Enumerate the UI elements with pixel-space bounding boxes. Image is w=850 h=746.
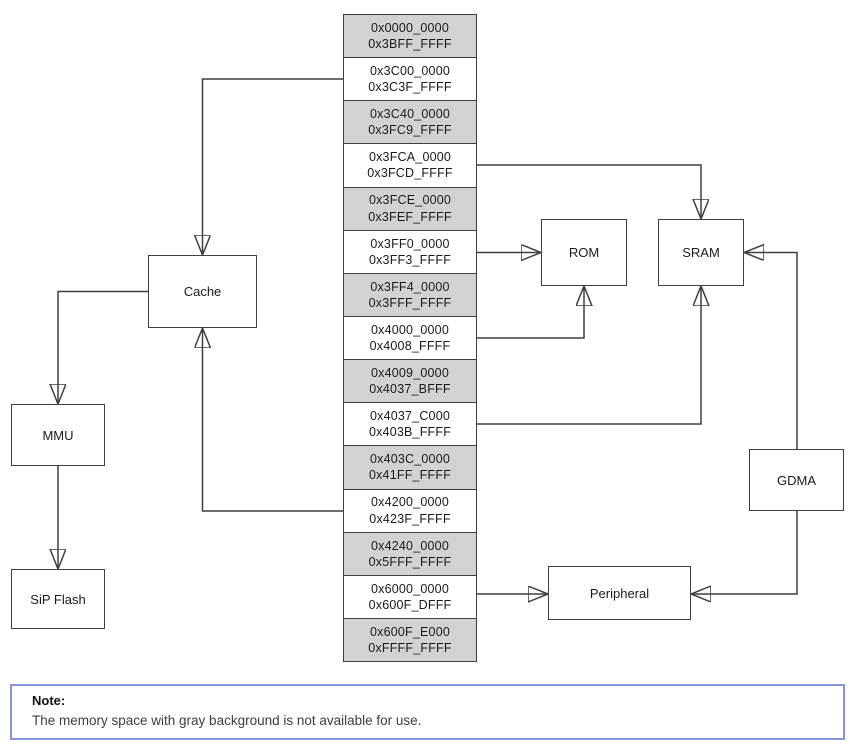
memory-block: 0x403C_0000 0x41FF_FFFF (344, 446, 476, 490)
mmu-box: MMU (11, 404, 105, 466)
address-start: 0x4037_C000 (369, 409, 451, 424)
address-start: 0x4240_0000 (371, 538, 449, 553)
address-start: 0x0000_0000 (371, 20, 449, 35)
mmu-label: MMU (42, 427, 74, 443)
connector-mem8-to-rom-icon (477, 287, 584, 339)
address-start: 0x403C_0000 (369, 452, 451, 467)
sip-flash-box: SiP Flash (11, 569, 105, 629)
connector-gdma-to-peripheral-icon (692, 511, 798, 594)
memory-block: 0x3FCA_0000 0x3FCD_FFFF (344, 144, 476, 188)
connector-mem10-to-sram-icon (477, 287, 701, 425)
address-end: 0x3FF3_FFFF (368, 252, 452, 267)
memory-block: 0x4037_C000 0x403B_FFFF (344, 403, 476, 447)
note-body: The memory space with gray background is… (32, 713, 422, 728)
address-end: 0x4008_FFFF (369, 339, 451, 354)
address-end: 0x4037_BFFF (369, 382, 451, 397)
address-end: 0x3C3F_FFFF (368, 80, 452, 95)
address-start: 0x4200_0000 (371, 495, 449, 510)
address-end: 0x403B_FFFF (368, 425, 452, 440)
address-end: 0x41FF_FFFF (368, 468, 452, 483)
memory-block: 0x3FCE_0000 0x3FEF_FFFF (344, 187, 476, 231)
connector-mem12-to-cache-icon (203, 329, 343, 512)
sip-flash-label: SiP Flash (30, 591, 86, 607)
address-start: 0x3FF4_0000 (370, 279, 450, 294)
connector-gdma-to-sram-icon (745, 253, 798, 449)
connector-cache-to-mmu-icon (58, 290, 148, 404)
address-end: 0x3FFF_FFFF (368, 295, 452, 310)
address-start: 0x3C00_0000 (369, 63, 451, 78)
memory-block: 0x3FF4_0000 0x3FFF_FFFF (344, 273, 476, 317)
memory-block: 0x4000_0000 0x4008_FFFF (344, 316, 476, 361)
address-start: 0x3FF0_0000 (370, 236, 450, 251)
address-end: 0x3BFF_FFFF (368, 37, 452, 52)
address-end: 0x3FC9_FFFF (368, 123, 452, 138)
address-start: 0x4009_0000 (371, 365, 449, 380)
address-start: 0x4000_0000 (371, 322, 449, 337)
cache-box: Cache (148, 255, 257, 328)
memory-block: 0x4240_0000 0x5FFF_FFFF (344, 532, 476, 576)
memory-block: 0x3FF0_0000 0x3FF3_FFFF (344, 230, 476, 274)
address-start: 0x6000_0000 (371, 581, 449, 596)
memory-block: 0x4009_0000 0x4037_BFFF (344, 360, 476, 404)
connector-mem4-to-sram-icon (477, 164, 701, 218)
memory-block: 0x6000_0000 0x600F_DFFF (344, 575, 476, 619)
address-start: 0x600F_E000 (369, 624, 451, 639)
rom-label: ROM (568, 245, 600, 260)
gdma-label: GDMA (777, 472, 816, 488)
cache-label: Cache (183, 284, 222, 299)
memory-block: 0x0000_0000 0x3BFF_FFFF (344, 15, 476, 59)
address-start: 0x3FCE_0000 (368, 193, 452, 208)
memory-block: 0x4200_0000 0x423F_FFFF (344, 489, 476, 533)
sram-label: SRAM (682, 245, 720, 260)
address-end: 0x600F_DFFF (368, 597, 452, 612)
rom-box: ROM (541, 219, 627, 286)
memory-block: 0x3C00_0000 0x3C3F_FFFF (344, 58, 476, 102)
note-title: Note: (32, 693, 66, 708)
connector-mem2-to-cache-icon (203, 78, 343, 254)
memory-address-stack: 0x0000_0000 0x3BFF_FFFF 0x3C00_0000 0x3C… (343, 14, 477, 662)
peripheral-box: Peripheral (548, 566, 691, 620)
address-end: 0x5FFF_FFFF (368, 554, 452, 569)
address-start: 0x3FCA_0000 (368, 150, 452, 165)
peripheral-label: Peripheral (589, 585, 650, 601)
address-end: 0x3FCD_FFFF (367, 166, 453, 181)
address-end: 0x3FEF_FFFF (368, 209, 452, 224)
gdma-box: GDMA (749, 449, 844, 511)
note-box: Note: The memory space with gray backgro… (10, 684, 845, 740)
memory-block: 0x3C40_0000 0x3FC9_FFFF (344, 101, 476, 145)
address-start: 0x3C40_0000 (369, 107, 451, 122)
address-end: 0x423F_FFFF (369, 511, 451, 526)
sram-box: SRAM (658, 219, 744, 286)
memory-block: 0x600F_E000 0xFFFF_FFFF (344, 618, 476, 662)
address-end: 0xFFFF_FFFF (368, 641, 452, 656)
